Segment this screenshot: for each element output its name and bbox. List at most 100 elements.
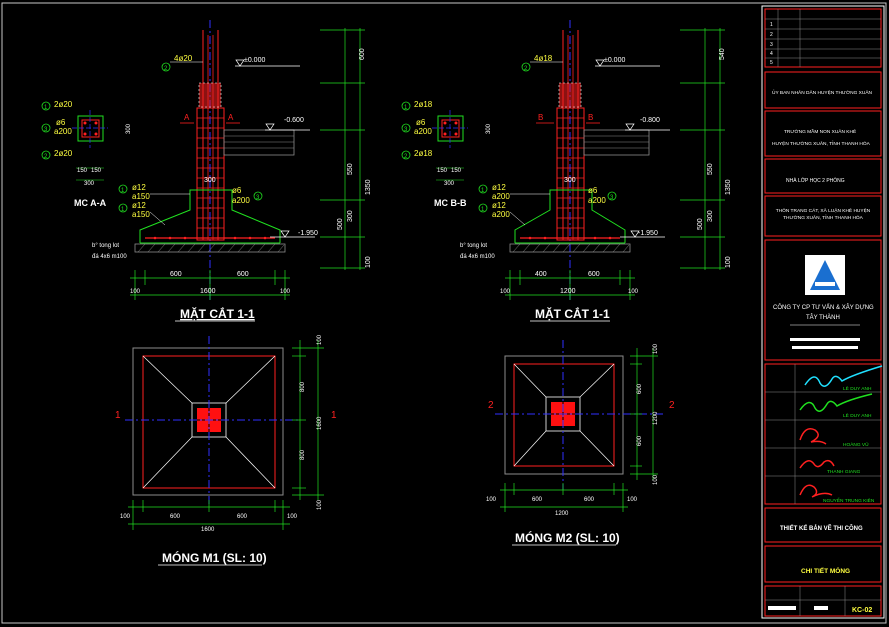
f1-lean-concrete: b° tong lot: [92, 243, 119, 249]
svg-text:1: 1: [121, 207, 125, 213]
f2-lean-concrete: b° tong lot: [460, 243, 487, 249]
tb-drawing-no: KC-02: [852, 607, 872, 614]
tb-company-1: CÔNG TY CP TƯ VẤN & XÂY DỰNG: [773, 304, 874, 311]
title-block: 1 2 3 4 5 ỦY BAN NHÂN DÂN HUYỆN THƯỜNG X…: [761, 5, 885, 619]
sec-a-dim1: 150: [77, 168, 88, 174]
f2-stirrup: ø6: [588, 186, 598, 195]
sec-b-dim1: 150: [437, 168, 448, 174]
tb-project-1: TRƯỜNG MẦM NON XUÂN KHÊ: [784, 127, 856, 135]
m1-dim-b-2: 600: [237, 514, 248, 520]
m2-axis-left: 2: [488, 400, 494, 411]
tb-project-2: HUYỆN THƯỜNG XUÂN, TỈNH THANH HÓA: [772, 139, 871, 147]
f2-section-mark-right: B: [588, 113, 593, 122]
f1-rdim-3: 300: [347, 210, 354, 222]
f1-dim-600-left: 600: [170, 271, 182, 278]
m1-dim-r-2: 800: [300, 449, 306, 460]
tb-person-3: HOÀNG VŨ: [843, 441, 869, 448]
f2-dim-100-b: 100: [628, 289, 639, 295]
rev-row-1: 1: [770, 22, 773, 28]
f1-rdim-0: 600: [359, 48, 366, 60]
rev-row-4: 4: [770, 51, 773, 57]
signature-4-icon: [799, 459, 835, 469]
f2-rebar-top: 4ø18: [534, 54, 553, 63]
m1-dim-b-0: 100: [120, 514, 131, 520]
f2-stone-layer: đá 4x6 m100: [460, 254, 495, 260]
f1-stone-layer: đá 4x6 m100: [92, 254, 127, 260]
m2-dim-b-0: 100: [486, 497, 497, 503]
f2-rdim-3: 300: [707, 210, 714, 222]
sec-b-tie: ø6: [416, 118, 426, 127]
sec-a-dim-total: 300: [84, 181, 95, 187]
sec-b-title: MC B-B: [434, 198, 467, 208]
signature-1-icon: [804, 365, 883, 387]
f1-col-bar-a-spacing: a150: [132, 192, 150, 201]
svg-text:2: 2: [404, 154, 408, 160]
tb-item: NHÀ LỚP HỌC 2 PHÒNG: [786, 177, 845, 184]
rev-row-5: 5: [770, 60, 773, 66]
f1-section-title: MẶT CẮT 1-1: [180, 306, 255, 321]
sec-a-title: MC A-A: [74, 198, 107, 208]
m1-dim-r-1: 800: [300, 381, 306, 392]
sec-a-bar2: 2ø20: [54, 149, 73, 158]
m1-axis-left: 1: [115, 410, 121, 421]
f1-col-bar-b-spacing: a150: [132, 210, 150, 219]
f1-section-mark-left: A: [184, 113, 190, 122]
svg-text:3: 3: [44, 127, 48, 133]
svg-text:3: 3: [404, 127, 408, 133]
sec-b-bar2: 2ø18: [414, 149, 433, 158]
sec-b-vdim: 300: [486, 123, 492, 134]
f1-level-ground: -0.600: [284, 117, 304, 124]
m1-dim-r-3: 100: [317, 499, 323, 510]
f1-rdim-5: 100: [365, 256, 372, 268]
tb-person-2: LÊ DUY ANH: [843, 411, 872, 419]
m1-dim-b-1: 600: [170, 514, 181, 520]
f2-dim-300-col: 300: [564, 177, 576, 184]
f2-level-ground: -0.800: [640, 117, 660, 124]
f1-col-bar-a: ø12: [132, 183, 146, 192]
f2-dim-right: 600: [588, 271, 600, 278]
f2-col-bar-a: ø12: [492, 183, 506, 192]
section-1-footing-1: ±0.000 -0.600 -1.950 2 4ø20 A A 1 ø12 a1…: [92, 20, 372, 322]
f1-rebar-top: 4ø20: [174, 54, 193, 63]
sec-b-dim2: 150: [451, 168, 462, 174]
sec-a-tie-spacing: a200: [54, 127, 72, 136]
signature-3-icon: [799, 428, 827, 445]
svg-text:3: 3: [256, 195, 260, 201]
svg-text:1: 1: [481, 188, 485, 194]
sec-a-tie: ø6: [56, 118, 66, 127]
m2-title: MÓNG M2 (SL: 10): [515, 530, 620, 545]
sec-a-vdim: 300: [126, 123, 132, 134]
f2-section-title: MẶT CẮT 1-1: [535, 306, 610, 321]
section-b-b: 1 2ø18 3 ø6 a200 2 2ø18 150 150 300 300 …: [401, 100, 492, 208]
signature-5-icon: [799, 484, 833, 498]
f1-rdim-1: 550: [347, 163, 354, 175]
m2-dim-b-2: 600: [584, 497, 595, 503]
svg-text:2: 2: [164, 66, 168, 72]
m2-dim-r-3: 100: [653, 474, 659, 485]
f1-rdim-4: 500: [337, 218, 344, 230]
svg-text:1: 1: [404, 105, 408, 111]
tb-person-5: NGUYỄN TRUNG KIÊN: [823, 496, 875, 504]
sec-a-dim2: 150: [91, 168, 102, 174]
f2-level-bottom: -1.950: [638, 230, 658, 237]
f1-rdim-2: 1350: [365, 179, 372, 195]
f1-dim-100-a: 100: [130, 289, 141, 295]
m2-dim-r-total: 1200: [653, 411, 659, 425]
rev-row-2: 2: [770, 32, 773, 38]
f2-dim-total: 1200: [560, 288, 576, 295]
f1-level-bottom: -1.950: [298, 230, 318, 237]
m2-dim-r-1: 600: [637, 383, 643, 394]
tb-owner: ỦY BAN NHÂN DÂN HUYỆN THƯỜNG XUÂN: [772, 88, 873, 96]
m1-dim-total: 1600: [201, 527, 215, 533]
m2-dim-r-2: 600: [637, 435, 643, 446]
m1-dim-b-3: 100: [287, 514, 298, 520]
m1-dim-r-total: 1600: [317, 416, 323, 430]
sec-a-bar1: 2ø20: [54, 100, 73, 109]
tb-company-2: TÂY THÀNH: [806, 314, 840, 321]
plan-footing-m2: 2 2 100 600 600 100 1200 100 600 600 100…: [486, 340, 675, 546]
f2-rdim-4: 500: [697, 218, 704, 230]
section-1-footing-2: ±0.000 -0.800 -1.950 2 4ø18 B B 1 ø12 a2…: [460, 20, 732, 322]
sec-b-tie-spacing: a200: [414, 127, 432, 136]
tb-drawing-title: CHI TIẾT MÓNG: [801, 565, 850, 575]
